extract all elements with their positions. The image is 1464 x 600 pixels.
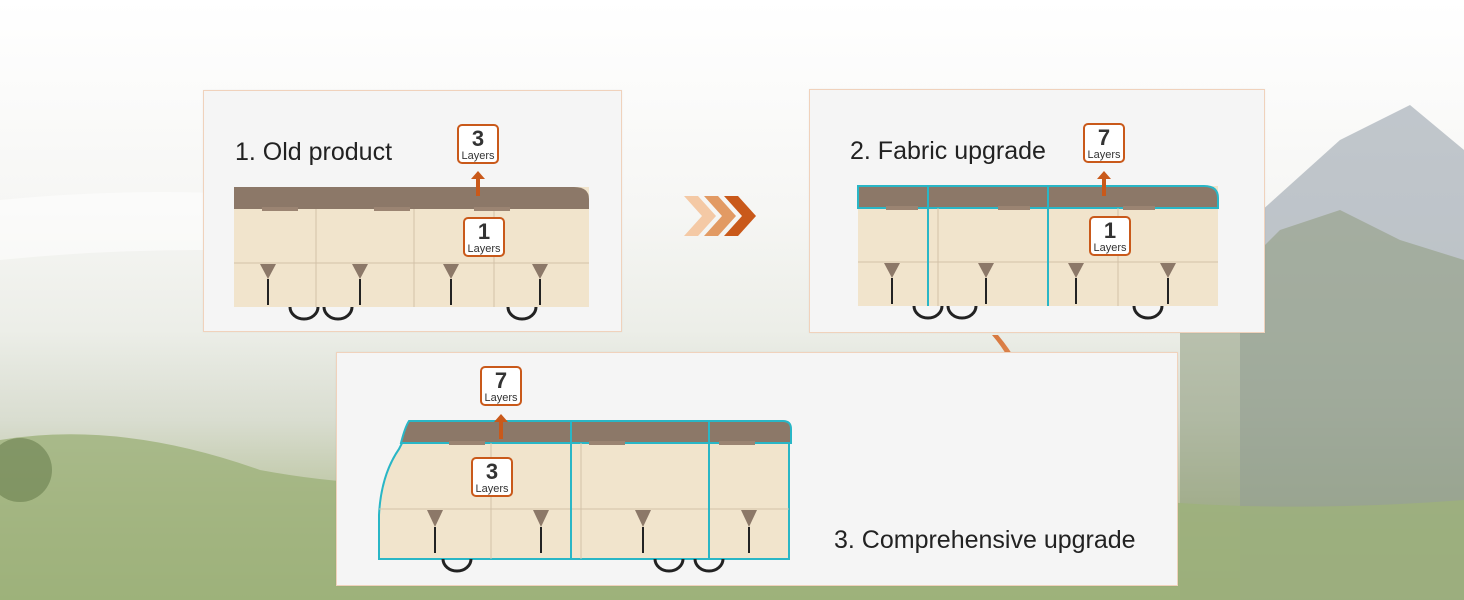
rv-comprehensive-upgrade-illustration — [378, 420, 792, 573]
step-2-title: 2. Fabric upgrade — [850, 137, 1046, 165]
step-2-panel: 2. Fabric upgrade 7 Layers 1 Layers — [809, 89, 1265, 333]
arrow-up-icon — [1097, 171, 1111, 196]
inner-layers-badge: 1 Layers — [1089, 216, 1131, 256]
arrow-up-icon — [471, 171, 485, 196]
step-1-title: 1. Old product — [235, 138, 393, 166]
step-3-title: 3. Comprehensive upgrade — [834, 526, 1136, 554]
inner-layers-badge: 1 Layers — [463, 217, 505, 257]
outer-layers-badge: 3 Layers — [457, 124, 499, 164]
arrow-up-icon — [494, 414, 508, 439]
outer-layers-badge: 7 Layers — [1083, 123, 1125, 163]
inner-layers-badge: 3 Layers — [471, 457, 513, 497]
step-1-panel: 1. Old product 3 Layers 1 Layers — [203, 90, 622, 332]
rv-old-cover-illustration — [234, 187, 589, 321]
chevron-right-icon — [684, 196, 756, 236]
rv-fabric-upgrade-illustration — [857, 185, 1219, 320]
step-3-panel: 7 Layers 3 Layers 3. Comprehensive upgra… — [336, 352, 1178, 586]
outer-layers-badge: 7 Layers — [480, 366, 522, 406]
